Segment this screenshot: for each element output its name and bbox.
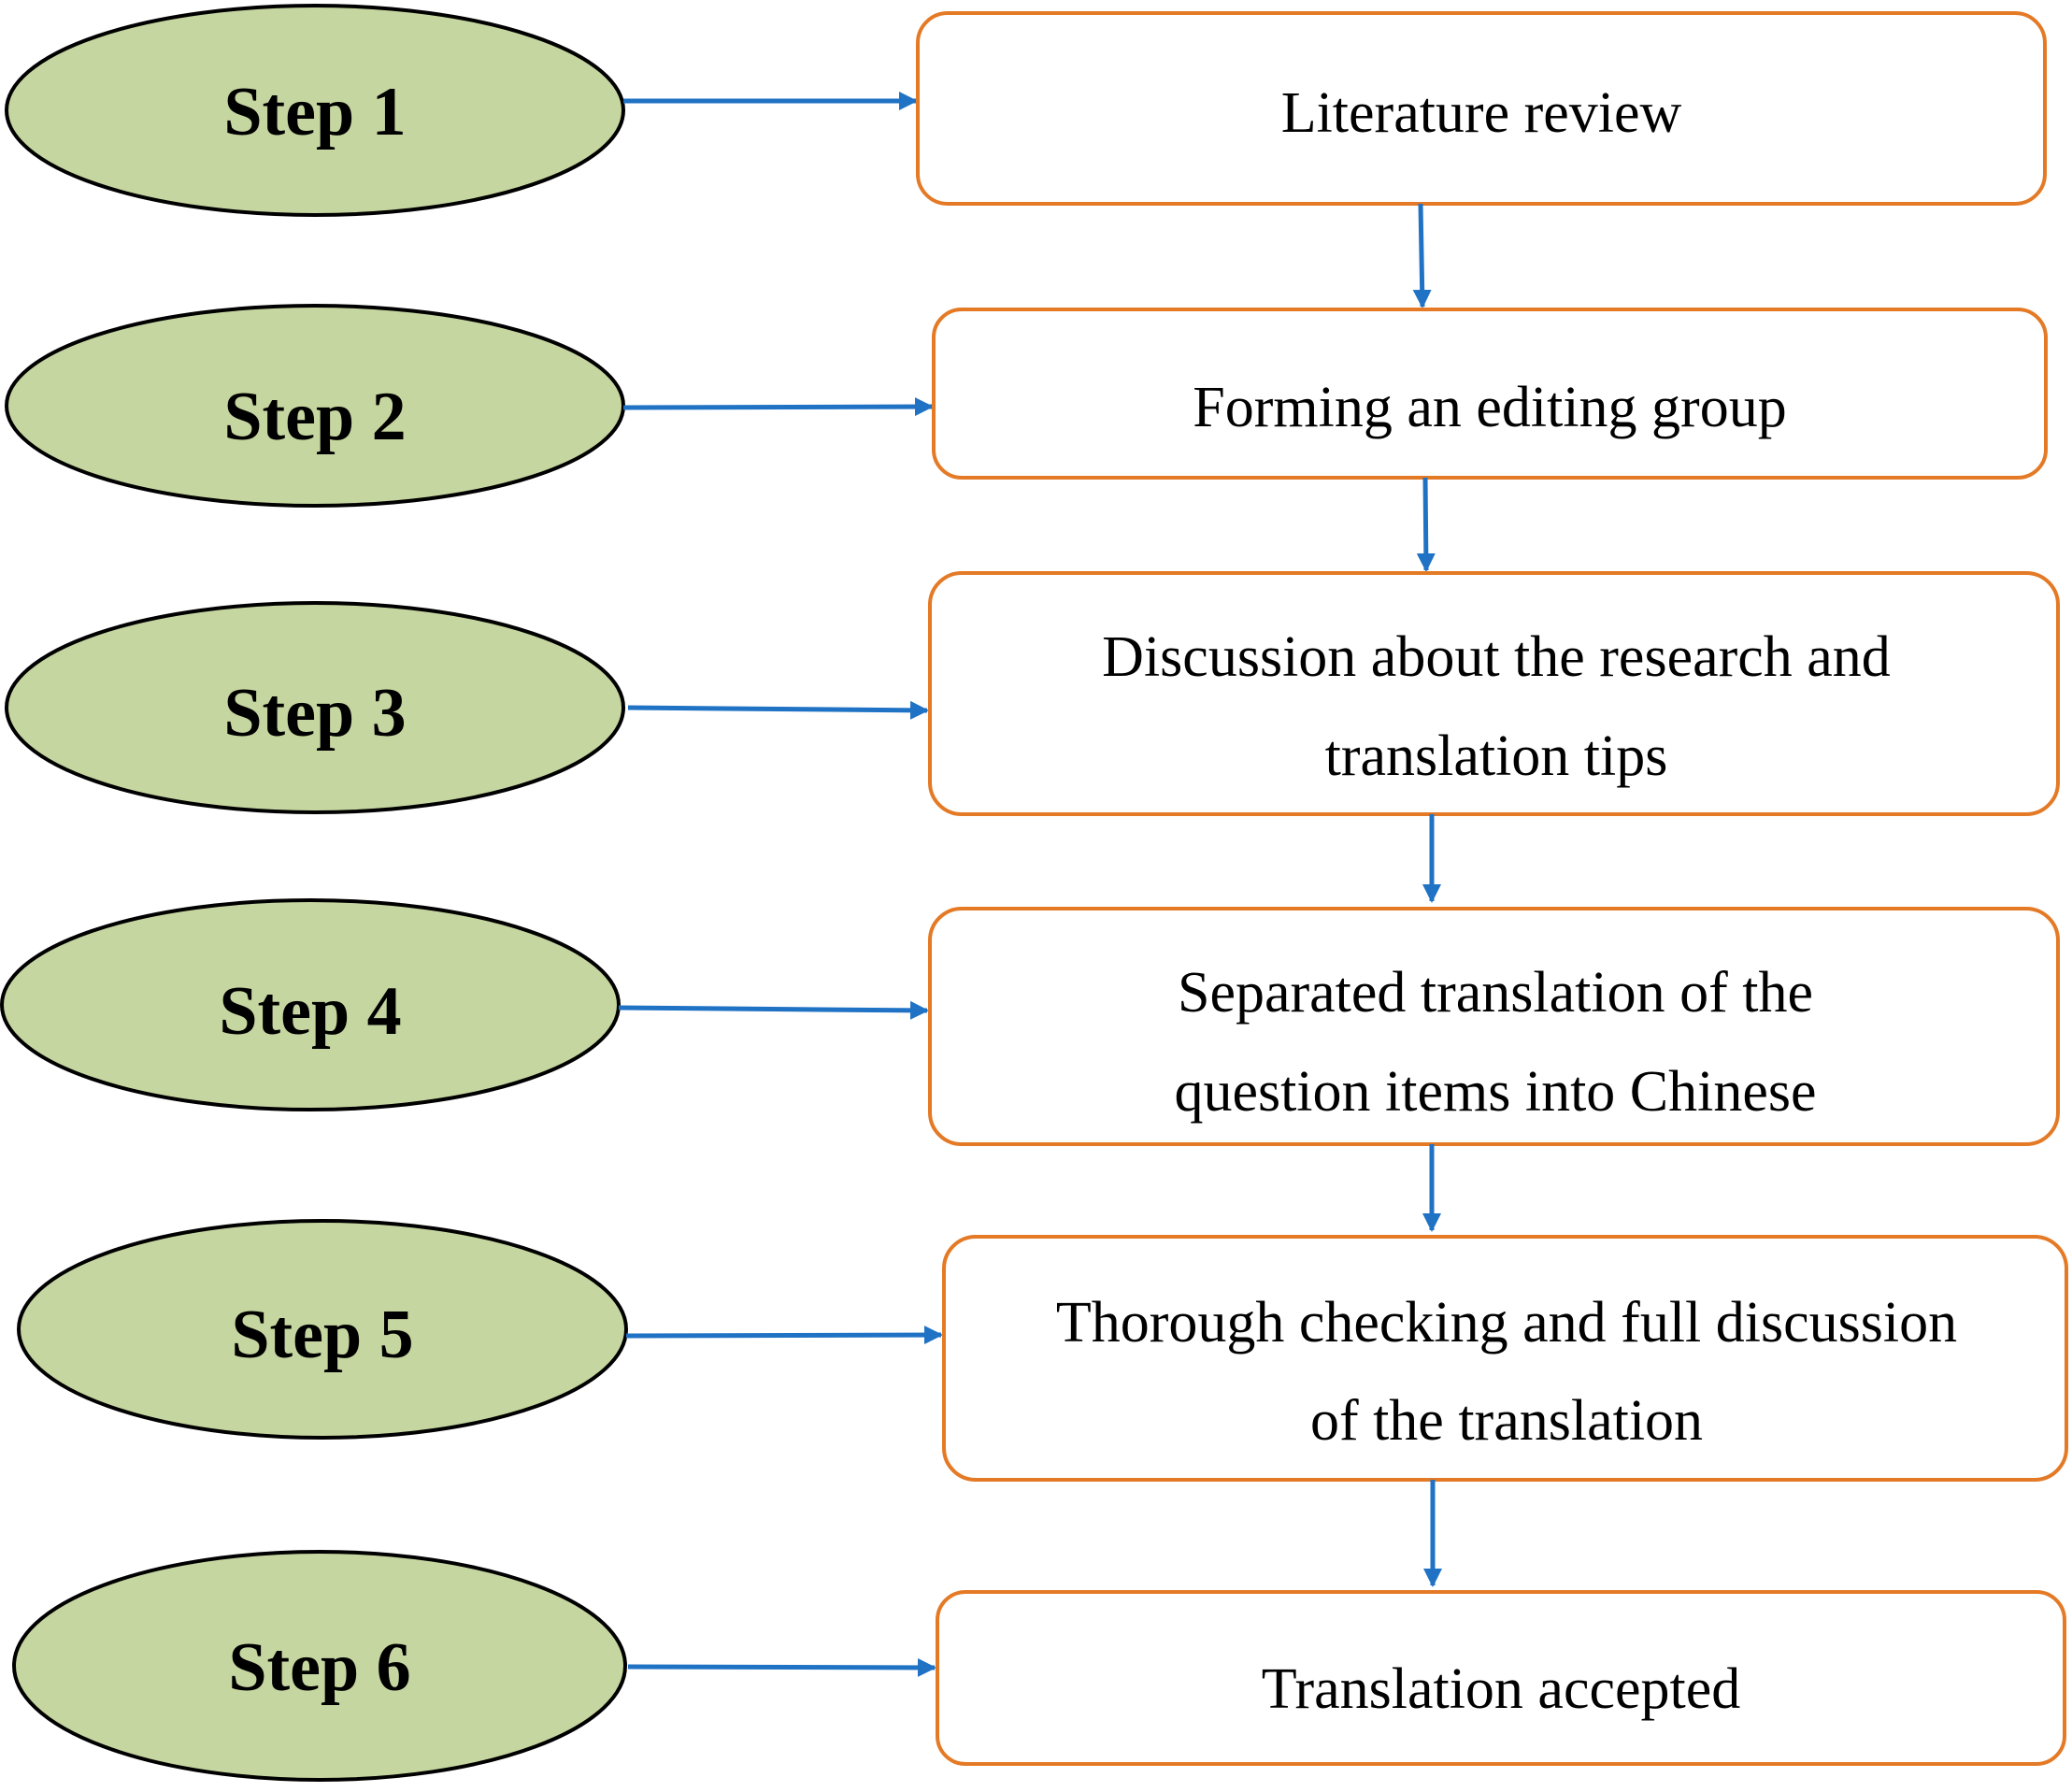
step-ellipse [17, 1219, 628, 1440]
process-text: Translation accepted [1262, 1657, 1741, 1721]
step-6: Step 6 Translation accepted [12, 1550, 2066, 1782]
step-ellipse [12, 1550, 627, 1782]
step-label: Step 6 [228, 1629, 410, 1706]
connector-arrow [627, 1657, 936, 1677]
process-text: Discussion about the research and [1102, 625, 1891, 689]
step-label: Step 5 [231, 1297, 413, 1373]
flow-arrow [1416, 477, 1436, 572]
connector-arrow [627, 700, 929, 720]
step-ellipse [5, 601, 625, 814]
process-text: Separated translation of the [1178, 961, 1813, 1025]
process-text: translation tips [1325, 724, 1668, 788]
process-box [916, 11, 2047, 206]
step-2: Step 2 Forming an editing group [5, 304, 2048, 508]
connector-arrow [618, 1000, 929, 1020]
process-box [932, 308, 2048, 480]
step-label: Step 3 [223, 675, 406, 752]
connector-arrow [625, 1326, 943, 1345]
process-box [942, 1235, 2068, 1482]
step-5: Step 5 Thorough checking and full discus… [17, 1219, 2068, 1482]
step-3: Step 3 Discussion about the research and… [5, 571, 2060, 816]
process-text: question items into Chinese [1174, 1060, 1816, 1124]
process-text: Thorough checking and full discussion [1056, 1291, 1957, 1355]
step-label: Step 1 [223, 74, 406, 151]
process-box [936, 1590, 2066, 1766]
connector-arrow [622, 397, 934, 417]
step-label: Step 4 [219, 973, 401, 1050]
process-text: of the translation [1310, 1389, 1703, 1453]
step-ellipse [5, 4, 625, 217]
flow-arrow [1412, 203, 1432, 308]
process-text: Forming an editing group [1193, 376, 1786, 439]
step-ellipse [0, 898, 621, 1111]
step-1: Step 1 Literature review [5, 4, 2047, 217]
process-box [928, 907, 2060, 1146]
process-text: Literature review [1281, 81, 1682, 145]
process-box [928, 571, 2060, 816]
step-label: Step 2 [223, 379, 406, 455]
step-4: Step 4 Separated translation of the ques… [0, 898, 2060, 1146]
